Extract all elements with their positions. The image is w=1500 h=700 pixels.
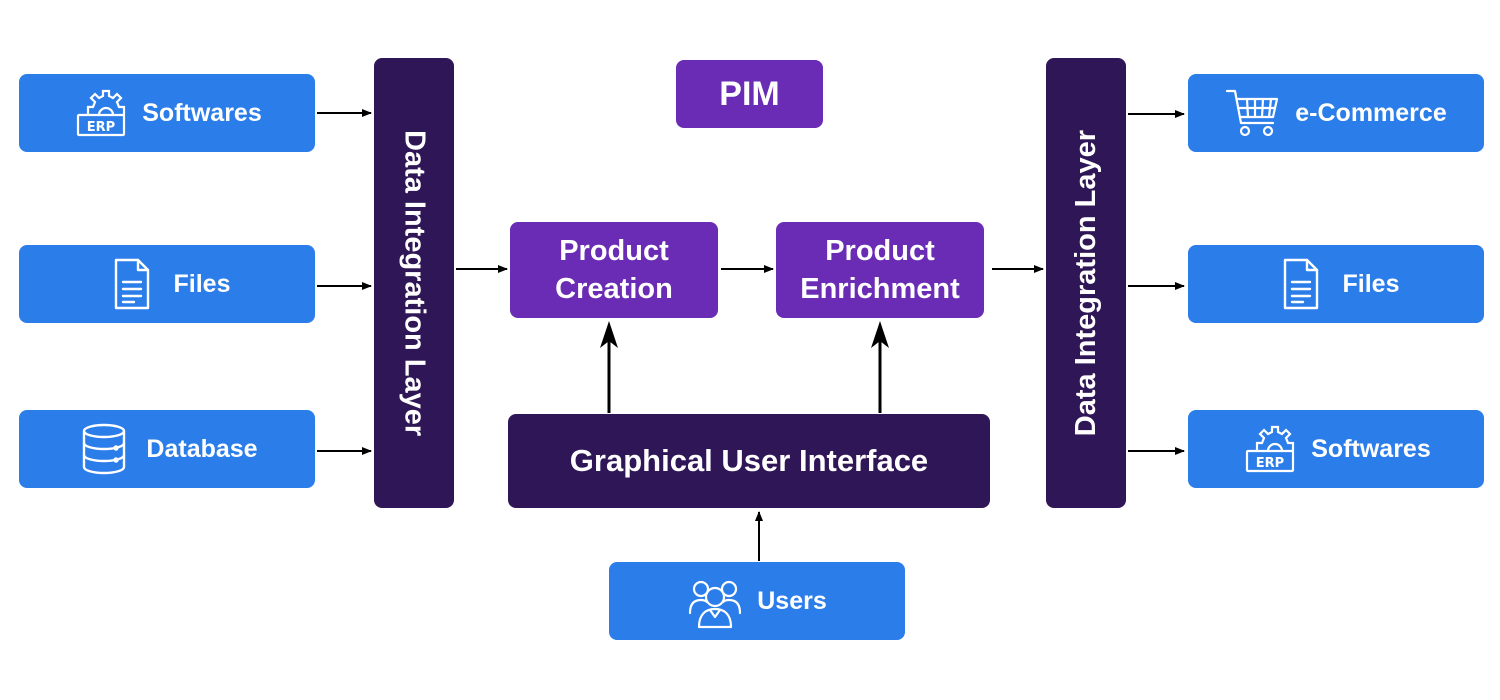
product-creation-line1: Product	[559, 235, 669, 267]
product-enrichment-line2: Enrichment	[800, 273, 960, 305]
gui-label: Graphical User Interface	[569, 443, 929, 478]
erp-gear-icon: ERP	[72, 85, 128, 141]
document-icon	[1273, 256, 1329, 312]
users-box: Users	[609, 562, 905, 640]
input-softwares: ERP Softwares	[19, 74, 315, 152]
input-database: Database	[19, 410, 315, 488]
pim-title: PIM	[676, 60, 823, 128]
input-files: Files	[19, 245, 315, 323]
input-softwares-label: Softwares	[142, 98, 262, 127]
right-data-integration-layer: Data Integration Layer	[1046, 58, 1126, 508]
product-creation-box: Product Creation	[510, 222, 718, 318]
pim-title-text: PIM	[719, 74, 780, 113]
erp-gear-icon: ERP	[1241, 421, 1297, 477]
output-files: Files	[1188, 245, 1484, 323]
left-data-integration-layer: Data Integration Layer	[374, 58, 454, 508]
database-icon	[76, 421, 132, 477]
output-files-label: Files	[1342, 269, 1400, 298]
right-layer-label: Data Integration Layer	[1069, 129, 1102, 437]
output-ecommerce: e-Commerce	[1188, 74, 1484, 152]
input-database-label: Database	[146, 434, 258, 463]
input-files-label: Files	[173, 269, 231, 298]
document-icon	[104, 256, 160, 312]
output-softwares: ERP Softwares	[1188, 410, 1484, 488]
arrowhead-enrichment	[871, 321, 889, 348]
output-softwares-label: Softwares	[1311, 434, 1431, 463]
product-enrichment-box: Product Enrichment	[776, 222, 984, 318]
left-layer-label: Data Integration Layer	[398, 129, 431, 437]
svg-text:ERP: ERP	[1256, 456, 1284, 471]
product-enrichment-line1: Product	[825, 235, 935, 267]
product-creation-line2: Creation	[555, 273, 673, 305]
output-ecommerce-label: e-Commerce	[1295, 98, 1447, 127]
svg-text:ERP: ERP	[87, 120, 115, 135]
users-icon	[687, 573, 743, 629]
arrowhead-creation	[600, 321, 618, 348]
graphical-user-interface-box: Graphical User Interface	[508, 414, 990, 508]
users-label: Users	[757, 586, 827, 615]
shopping-cart-icon	[1225, 85, 1281, 141]
